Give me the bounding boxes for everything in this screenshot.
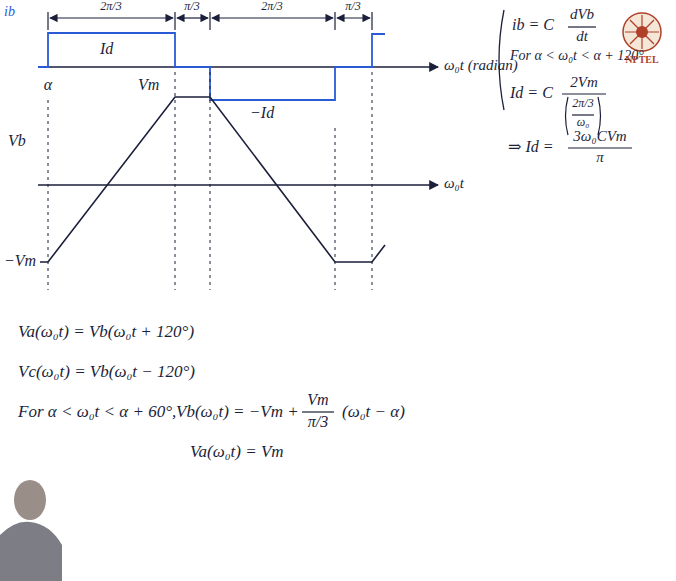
label-holder: ib = C (512, 16, 554, 34)
label-holder: 2π/3 (261, 0, 282, 14)
label-holder: ⇒ Id = (508, 138, 554, 156)
math-label: ib = C (512, 16, 554, 34)
label-holder: −Vm (4, 252, 36, 270)
math-label: Va(ω₀t) = Vb(ω₀t + 120°) (18, 322, 194, 342)
label-holder: ω₀t (444, 175, 464, 192)
label-holder: For α < ω₀t < α + 120° (510, 48, 644, 64)
label-holder: π/3 (308, 413, 328, 431)
projection-lines (48, 72, 372, 290)
label-holder: Id (100, 40, 113, 58)
label-holder: Va(ω₀t) = Vm (190, 442, 284, 462)
math-label: ω₀t (radian) (444, 57, 518, 74)
math-label: Id = C (510, 84, 553, 102)
math-label: (ω₀t − α) (342, 402, 405, 422)
label-holder: Vc(ω₀t) = Vb(ω₀t − 120°) (18, 362, 195, 382)
lecturer-photo (0, 480, 62, 581)
math-label: ω₀ (577, 116, 590, 130)
math-label: 2π/3 (261, 0, 282, 14)
label-holder: Id = C (510, 84, 553, 102)
label-holder: Vm (138, 76, 159, 94)
math-label: π/3 (308, 413, 328, 431)
math-label: ω₀t (444, 175, 464, 192)
math-label: π/3 (345, 0, 360, 14)
label-holder: π (596, 149, 604, 166)
label-holder: ω₀ (577, 116, 590, 130)
math-label: Vm (138, 76, 159, 94)
label-holder: dt (576, 28, 588, 45)
math-label: dVb (570, 6, 594, 23)
math-label: NPTEL (625, 54, 658, 66)
nptel-logo (623, 13, 661, 51)
interval-brackets (48, 12, 372, 30)
label-holder: NPTEL (625, 54, 658, 66)
label-holder: Vb (8, 132, 26, 150)
math-label: ib (4, 4, 15, 20)
label-holder: Va(ω₀t) = Vb(ω₀t + 120°) (18, 322, 194, 342)
label-holder: 2π/3 (572, 97, 593, 111)
label-holder: For α < ω₀t < α + 60°, (18, 402, 176, 422)
math-label: For α < ω₀t < α + 60°, (18, 402, 176, 422)
label-holder: dVb (570, 6, 594, 23)
current-waveform (38, 33, 385, 100)
label-holder: ib (4, 4, 15, 20)
math-label: Id (100, 40, 113, 58)
math-label: π (596, 149, 604, 166)
math-label: 2π/3 (572, 97, 593, 111)
label-holder: 2π/3 (100, 0, 121, 14)
fraction-bars (302, 27, 632, 412)
math-label: −Id (250, 104, 274, 122)
axes (38, 67, 438, 185)
math-label: Vc(ω₀t) = Vb(ω₀t − 120°) (18, 362, 195, 382)
math-label: α (44, 76, 52, 94)
voltage-waveform (40, 97, 385, 262)
label-holder: −Id (250, 104, 274, 122)
math-label: Va(ω₀t) = Vm (190, 442, 284, 462)
label-holder: α (44, 76, 52, 94)
label-holder: (ω₀t − α) (342, 402, 405, 422)
label-holder: Vm (307, 391, 328, 409)
math-label: π/3 (184, 0, 199, 14)
math-label: dt (576, 28, 588, 45)
math-label: 2Vm (570, 74, 598, 91)
label-holder: π/3 (345, 0, 360, 14)
math-label: For α < ω₀t < α + 120° (510, 48, 644, 64)
math-label: ⇒ Id = (508, 138, 554, 156)
math-label: Vm (307, 391, 328, 409)
label-holder: π/3 (184, 0, 199, 14)
label-holder: ω₀t (radian) (444, 57, 518, 74)
label-holder: Vb(ω₀t) = −Vm + (176, 402, 299, 422)
label-holder: 3ω₀CVm (573, 128, 626, 145)
label-holder: 2Vm (570, 74, 598, 91)
math-label: 3ω₀CVm (573, 128, 626, 145)
math-label: 2π/3 (100, 0, 121, 14)
math-label: Vb(ω₀t) = −Vm + (176, 402, 299, 422)
math-label: −Vm (4, 252, 36, 270)
math-label: Vb (8, 132, 26, 150)
